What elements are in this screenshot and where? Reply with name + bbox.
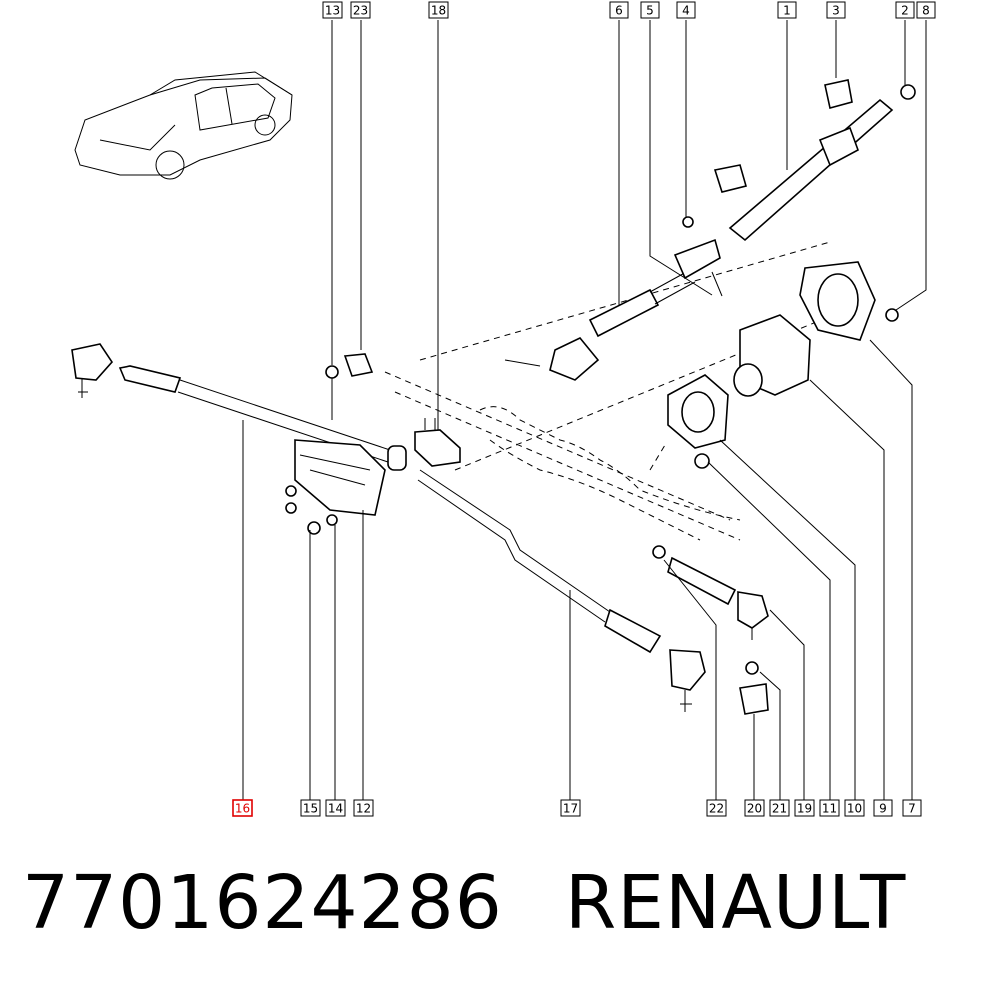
svg-text:2: 2 bbox=[901, 4, 909, 18]
callout-3: 3 bbox=[826, 1, 846, 19]
clamp-bracket bbox=[294, 439, 407, 516]
ball-joint-parts bbox=[652, 545, 769, 715]
intermediate-shaft bbox=[504, 216, 723, 381]
left-tie-rod bbox=[71, 343, 391, 463]
svg-text:19: 19 bbox=[797, 802, 812, 816]
part-number: 7701624286 bbox=[22, 860, 503, 946]
callout-8: 8 bbox=[916, 1, 936, 19]
right-tie-rod bbox=[417, 469, 706, 712]
callout-22: 22 bbox=[706, 799, 727, 817]
svg-text:16: 16 bbox=[235, 802, 250, 816]
svg-text:18: 18 bbox=[431, 4, 446, 18]
svg-text:7: 7 bbox=[908, 802, 916, 816]
svg-text:9: 9 bbox=[879, 802, 887, 816]
svg-text:3: 3 bbox=[832, 4, 840, 18]
svg-text:13: 13 bbox=[325, 4, 340, 18]
callout-12: 12 bbox=[353, 799, 374, 817]
svg-text:1: 1 bbox=[783, 4, 791, 18]
callout-1: 1 bbox=[777, 1, 797, 19]
mounting-bracket bbox=[414, 418, 461, 467]
callout-7: 7 bbox=[902, 799, 922, 817]
brand-name: RENAULT bbox=[564, 860, 907, 946]
callout-6: 6 bbox=[609, 1, 629, 19]
svg-text:6: 6 bbox=[615, 4, 623, 18]
svg-text:10: 10 bbox=[847, 802, 862, 816]
callout-23: 23 bbox=[350, 1, 371, 19]
svg-text:14: 14 bbox=[328, 802, 343, 816]
steering-shaft bbox=[713, 79, 916, 242]
callout-18: 18 bbox=[428, 1, 449, 19]
svg-text:5: 5 bbox=[646, 4, 654, 18]
svg-text:12: 12 bbox=[356, 802, 371, 816]
callout-14: 14 bbox=[325, 799, 346, 817]
svg-text:8: 8 bbox=[922, 4, 930, 18]
callout-10: 10 bbox=[844, 799, 865, 817]
callout-4: 4 bbox=[676, 1, 696, 19]
svg-text:20: 20 bbox=[747, 802, 762, 816]
flange-assemblies bbox=[667, 261, 899, 469]
callout-5: 5 bbox=[640, 1, 660, 19]
callout-19: 19 bbox=[794, 799, 815, 817]
callout-13: 13 bbox=[322, 1, 343, 19]
fasteners-left bbox=[285, 353, 374, 535]
callout-20: 20 bbox=[744, 799, 765, 817]
svg-text:21: 21 bbox=[772, 802, 787, 816]
svg-text:22: 22 bbox=[709, 802, 724, 816]
callout-17: 17 bbox=[560, 799, 581, 817]
svg-text:11: 11 bbox=[822, 802, 837, 816]
exploded-parts-diagram: 13 23 18 6 5 4 1 3 2 8 16 15 14 12 17 22… bbox=[71, 1, 936, 817]
svg-text:23: 23 bbox=[353, 4, 368, 18]
svg-text:4: 4 bbox=[682, 4, 690, 18]
svg-text:15: 15 bbox=[303, 802, 318, 816]
callout-16: 16 bbox=[232, 799, 253, 817]
steering-rack-outline bbox=[384, 241, 871, 541]
part-caption: 7701624286 RENAULT bbox=[22, 858, 906, 948]
svg-text:17: 17 bbox=[563, 802, 578, 816]
callout-2: 2 bbox=[895, 1, 915, 19]
car-illustration bbox=[74, 71, 293, 180]
leader-lines bbox=[242, 20, 927, 800]
callout-21: 21 bbox=[769, 799, 790, 817]
callout-11: 11 bbox=[819, 799, 840, 817]
callout-15: 15 bbox=[300, 799, 321, 817]
callout-9: 9 bbox=[873, 799, 893, 817]
